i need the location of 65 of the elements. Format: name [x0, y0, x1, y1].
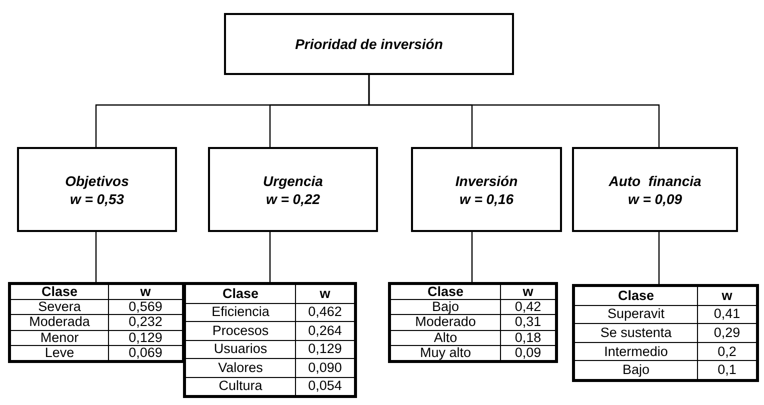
class-cell: Severa: [10, 300, 108, 315]
weight-cell: 0,264: [296, 322, 354, 340]
weight-value: w = 0,53: [70, 190, 124, 208]
class-cell: Moderada: [10, 314, 108, 330]
goal-title: Prioridad de inversión: [295, 35, 443, 53]
weight-cell: 0,069: [108, 345, 182, 360]
class-cell: Cultura: [186, 377, 296, 396]
class-cell: Intermedio: [574, 342, 698, 361]
class-cell: Eficiencia: [186, 303, 296, 322]
connector-line: [471, 232, 473, 282]
weights-table: [8, 282, 185, 363]
class-cell: Procesos: [186, 322, 296, 340]
weight-cell: 0,2: [698, 342, 756, 361]
weight-cell: 0,29: [698, 324, 756, 342]
header-cell: w: [698, 286, 756, 306]
class-cell: Bajo: [390, 300, 500, 315]
class-cell: Leve: [10, 345, 108, 360]
weight-cell: 0,569: [108, 300, 182, 315]
weight-value: w = 0,09: [628, 190, 682, 208]
class-cell: Alto: [390, 330, 500, 346]
class-cell: Valores: [186, 358, 296, 377]
class-cell: Se sustenta: [574, 324, 698, 342]
criterion-title: Inversión: [455, 172, 518, 190]
weight-cell: 0,090: [296, 358, 354, 377]
weight-cell: 0,129: [296, 340, 354, 358]
class-cell: Muy alto: [390, 345, 500, 360]
weight-cell: 0,054: [296, 377, 354, 396]
goal-box: [224, 13, 514, 75]
weights-table: [183, 282, 357, 398]
criterion-title: Auto financia: [608, 172, 702, 190]
header-cell: w: [500, 284, 556, 300]
weight-cell: 0,462: [296, 303, 354, 322]
weight-value: w = 0,16: [459, 190, 514, 208]
weight-cell: 0,31: [500, 314, 556, 330]
header-cell: Clase: [10, 284, 108, 300]
header-cell: w: [108, 284, 182, 300]
connector-line: [368, 75, 660, 147]
criterion-box: [411, 147, 562, 232]
class-cell: Menor: [10, 330, 108, 346]
header-cell: Clase: [186, 284, 296, 303]
weight-cell: 0,129: [108, 330, 182, 346]
criterion-title: Objetivos: [65, 172, 129, 190]
weight-cell: 0,232: [108, 314, 182, 330]
weight-cell: 0,18: [500, 330, 556, 346]
connector-line: [95, 232, 97, 282]
header-cell: Clase: [390, 284, 500, 300]
criterion-box: [17, 147, 177, 232]
class-cell: Bajo: [574, 360, 698, 380]
weights-table: [572, 284, 759, 382]
weight-cell: 0,1: [698, 360, 756, 380]
criterion-title: Urgencia: [263, 172, 323, 190]
header-cell: Clase: [574, 286, 698, 306]
weights-table: [388, 282, 558, 363]
class-cell: Superavit: [574, 305, 698, 324]
connector-line: [658, 232, 660, 284]
weight-value: w = 0,22: [266, 190, 320, 208]
class-cell: Moderado: [390, 314, 500, 330]
connector-line: [269, 232, 271, 282]
weight-cell: 0,42: [500, 300, 556, 315]
criterion-box: [572, 147, 738, 232]
criterion-box: [208, 147, 378, 232]
weight-cell: 0,09: [500, 345, 556, 360]
class-cell: Usuarios: [186, 340, 296, 358]
header-cell: w: [296, 284, 354, 303]
weight-cell: 0,41: [698, 305, 756, 324]
